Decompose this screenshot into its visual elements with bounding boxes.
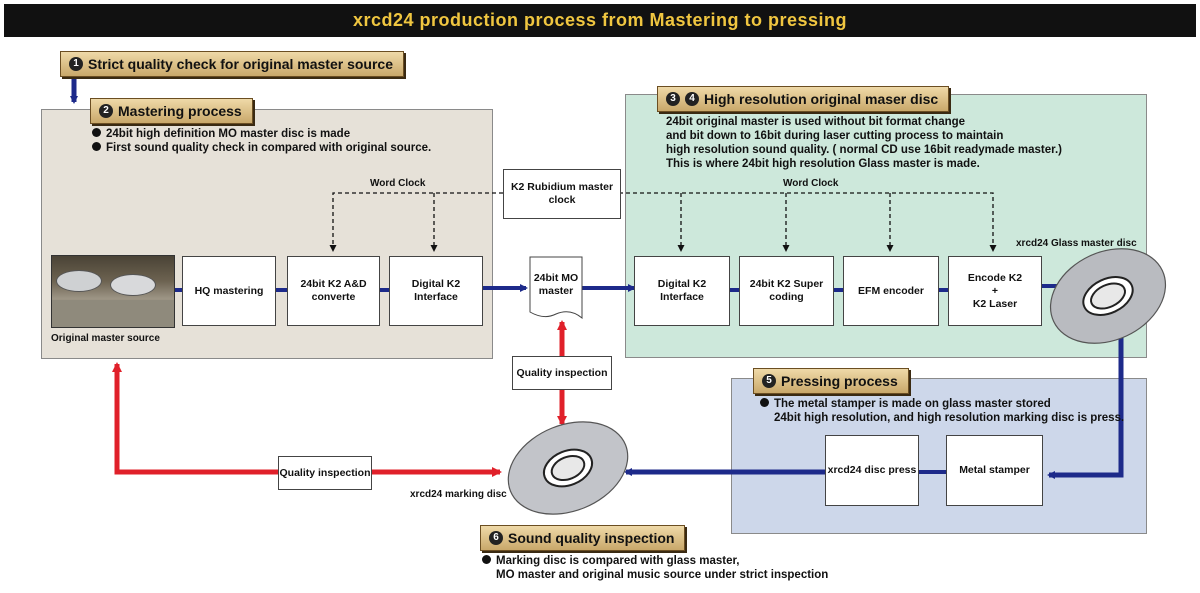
quality-inspection-box-center: Quality inspection: [512, 356, 612, 390]
desc-line: 24bit original master is used without bi…: [666, 116, 966, 128]
step34-label: High resolution original maser disc: [704, 91, 939, 107]
step2-badge: 2 Mastering process: [90, 98, 253, 124]
list-item: First sound quality check in compared wi…: [92, 141, 431, 155]
mo-master-label: 24bit MO master: [533, 272, 579, 297]
list-item: The metal stamper is made on glass maste…: [760, 397, 1124, 411]
pressing-region: [731, 378, 1147, 534]
inspection-arrow-to-source: [112, 362, 278, 475]
step6-number: 6: [489, 531, 503, 545]
high-resolution-description: 24bit original master is used without bi…: [666, 115, 1062, 171]
list-item: 24bit high definition MO master disc is …: [92, 127, 431, 141]
desc-line: high resolution sound quality. ( normal …: [666, 144, 1062, 156]
step34-badge: 3 4 High resolution original maser disc: [657, 86, 950, 112]
encode-line-2: +: [991, 284, 999, 297]
metal-stamper-box: Metal stamper: [946, 435, 1043, 506]
step6-label: Sound quality inspection: [508, 530, 675, 546]
word-clock-label-right: Word Clock: [783, 178, 839, 189]
step1-number: 1: [69, 57, 83, 71]
encode-k2-laser-box: Encode K2 + K2 Laser: [948, 256, 1042, 326]
hq-mastering-box: HQ mastering: [182, 256, 276, 326]
encode-line-3: K2 Laser: [972, 297, 1018, 310]
quality-inspection-box-left: Quality inspection: [278, 456, 372, 490]
step5-badge: 5 Pressing process: [753, 368, 909, 394]
super-coding-box: 24bit K2 Super coding: [739, 256, 834, 326]
list-item: Marking disc is compared with glass mast…: [482, 554, 828, 568]
encode-line-1: Encode K2: [967, 271, 1023, 284]
step2-number: 2: [99, 104, 113, 118]
disc-press-box: xrcd24 disc press: [825, 435, 919, 506]
marking-disc-icon: [507, 421, 629, 515]
digital-k2-interface-box: Digital K2 Interface: [389, 256, 483, 326]
ad-converter-box: 24bit K2 A&D converte: [287, 256, 380, 326]
step1-label: Strict quality check for original master…: [88, 56, 393, 72]
step6-badge: 6 Sound quality inspection: [480, 525, 686, 551]
original-master-source-image: [51, 255, 175, 328]
glass-disc-label: xrcd24 Glass master disc: [1016, 238, 1137, 249]
sound-inspection-description: Marking disc is compared with glass mast…: [482, 554, 828, 582]
word-clock-line-ad: [329, 192, 503, 252]
page-title: xrcd24 production process from Mastering…: [4, 4, 1196, 37]
pressing-description: The metal stamper is made on glass maste…: [760, 397, 1124, 425]
original-source-label: Original master source: [51, 333, 160, 344]
word-clock-label-left: Word Clock: [370, 178, 426, 189]
list-item: MO master and original music source unde…: [496, 569, 829, 581]
step5-label: Pressing process: [781, 373, 898, 389]
mo-master-shape: [529, 256, 583, 320]
mastering-bullets: 24bit high definition MO master disc is …: [92, 127, 431, 155]
marking-disc-label: xrcd24 marking disc: [410, 489, 507, 500]
k2-rubidium-clock-box: K2 Rubidium master clock: [503, 169, 621, 219]
desc-line: and bit down to 16bit during laser cutti…: [666, 130, 1004, 142]
glass-master-disc-icon: [1049, 248, 1167, 344]
step4-number: 4: [685, 92, 699, 106]
step5-number: 5: [762, 374, 776, 388]
step1-badge: 1 Strict quality check for original mast…: [60, 51, 404, 77]
list-item: 24bit high resolution, and high resoluti…: [774, 412, 1125, 424]
step3-number: 3: [666, 92, 680, 106]
efm-encoder-box: EFM encoder: [843, 256, 939, 326]
word-clock-line-encode: [619, 192, 997, 252]
flow-glass-stamper: [1047, 334, 1124, 479]
desc-line: This is where 24bit high resolution Glas…: [666, 158, 980, 170]
digital-k2-interface-box-2: Digital K2 Interface: [634, 256, 730, 326]
step2-label: Mastering process: [118, 103, 242, 119]
